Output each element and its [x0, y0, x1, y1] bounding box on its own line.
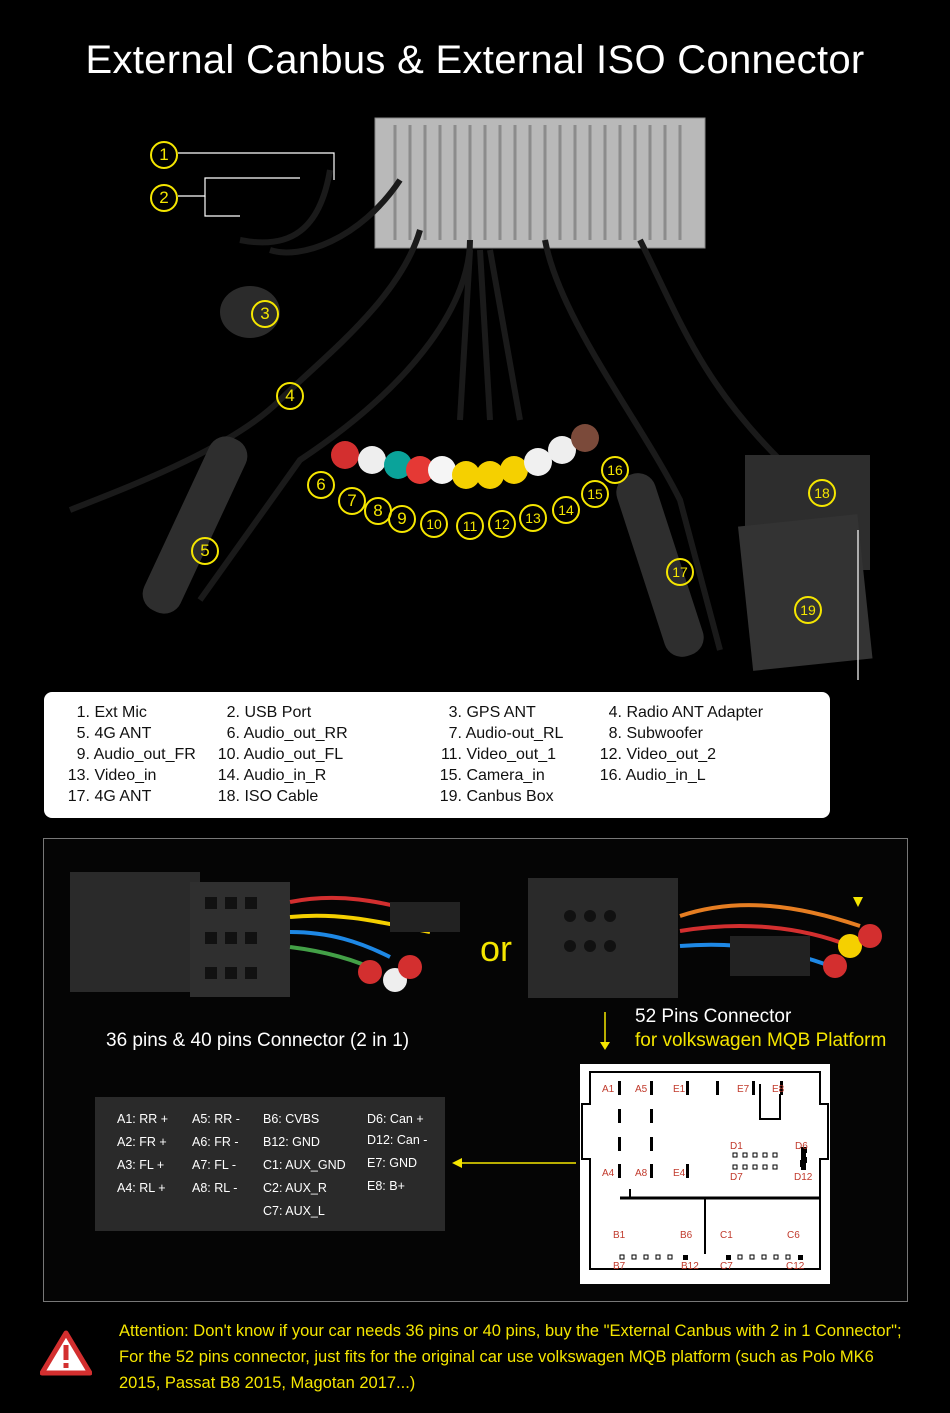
- caption-52-platform: for volkswagen MQB Platform: [635, 1030, 887, 1051]
- legend-item: 12. Video_out_2: [599, 746, 717, 763]
- legend-item: 1. Ext Mic: [76, 704, 147, 721]
- or-separator: or: [480, 928, 513, 969]
- callout-15: 15: [581, 480, 609, 508]
- pin-label: B7: [613, 1261, 626, 1272]
- callout-10: 10: [420, 510, 448, 538]
- caption-36-40-connector: 36 pins & 40 pins Connector (2 in 1): [106, 1030, 410, 1051]
- legend-item: 4. Radio ANT Adapter: [608, 704, 764, 721]
- legend-item: 6. Audio_out_RR: [226, 725, 348, 742]
- pin-label: C12: [786, 1261, 805, 1272]
- pinout-diagram-52: A1 A5 E1 E7 E8 D1 D6 D7 D12 A4 A8 E4 B1 …: [580, 1064, 830, 1284]
- pin-label: E4: [673, 1168, 686, 1179]
- legend-item: 5. 4G ANT: [76, 725, 152, 742]
- pin-label: D1: [730, 1141, 743, 1152]
- legend-item: 8. Subwoofer: [608, 725, 703, 742]
- pin-cell: A8: RL -: [192, 1181, 238, 1195]
- callout-12: 12: [488, 510, 516, 538]
- pin-cell: C1: AUX_GND: [263, 1158, 346, 1172]
- callout-17: 17: [666, 558, 694, 586]
- pin-label: E1: [673, 1084, 686, 1095]
- callout-5: 5: [191, 537, 219, 565]
- connector-36-40-photo: [70, 872, 460, 997]
- caption-52-connector: 52 Pins Connector: [635, 1006, 792, 1027]
- pin-assignment-table: A1: RR + A5: RR - B6: CVBS D6: Can + A2:…: [95, 1097, 445, 1231]
- callout-18: 18: [808, 479, 836, 507]
- pin-cell: A6: FR -: [192, 1135, 239, 1149]
- callout-13: 13: [519, 504, 547, 532]
- pin-label: A1: [602, 1084, 615, 1095]
- legend-item: 10. Audio_out_FL: [217, 746, 344, 763]
- pin-cell: C7: AUX_L: [263, 1204, 325, 1218]
- pin-label: C6: [787, 1230, 800, 1241]
- callout-9: 9: [388, 505, 416, 533]
- legend-item: 14. Audio_in_R: [217, 767, 327, 784]
- legend-item: 7. Audio-out_RL: [448, 725, 564, 742]
- pin-cell: B6: CVBS: [263, 1112, 320, 1126]
- warning-icon: [40, 1330, 92, 1376]
- pin-cell: A4: RL +: [117, 1181, 166, 1195]
- pin-label: E7: [737, 1084, 750, 1095]
- legend-item: 18. ISO Cable: [217, 788, 319, 805]
- component-legend: 1. Ext Mic 2. USB Port 3. GPS ANT 4. Rad…: [44, 692, 830, 818]
- legend-item: 17. 4G ANT: [67, 788, 152, 805]
- legend-item: 11. Video_out_1: [440, 746, 557, 763]
- pin-label: A5: [635, 1084, 648, 1095]
- callout-11: 11: [456, 512, 484, 540]
- callout-2: 2: [150, 184, 178, 212]
- callout-3: 3: [251, 300, 279, 328]
- pin-cell: A7: FL -: [192, 1158, 236, 1172]
- arrow-down-to-connector-icon: [853, 897, 863, 907]
- pin-label: B6: [680, 1230, 693, 1241]
- pin-label: C7: [720, 1261, 733, 1272]
- pin-cell: B12: GND: [263, 1135, 320, 1149]
- pin-label: A8: [635, 1168, 648, 1179]
- arrow-left-icon: [452, 1158, 576, 1168]
- legend-item: 2. USB Port: [226, 704, 312, 721]
- legend-item: 16. Audio_in_L: [599, 767, 706, 784]
- pin-label: D12: [794, 1172, 813, 1183]
- head-unit-chassis: [374, 117, 706, 249]
- callout-16: 16: [601, 456, 629, 484]
- pin-label: B12: [681, 1261, 699, 1272]
- pin-cell: E8: B+: [367, 1179, 405, 1193]
- callout-14: 14: [552, 496, 580, 524]
- pin-label: D7: [730, 1172, 743, 1183]
- arrow-down-icon: [600, 1012, 610, 1050]
- canbus-box: [738, 514, 873, 671]
- pin-cell: A1: RR +: [117, 1112, 169, 1126]
- legend-item: 15. Camera_in: [439, 767, 545, 784]
- legend-item: 19. Canbus Box: [439, 788, 554, 805]
- pin-cell: C2: AUX_R: [263, 1181, 327, 1195]
- pin-label: A4: [602, 1168, 615, 1179]
- pin-cell: A2: FR +: [117, 1135, 167, 1149]
- pin-label: D6: [795, 1141, 808, 1152]
- callout-4: 4: [276, 382, 304, 410]
- legend-item: 3. GPS ANT: [448, 704, 536, 721]
- pin-label: E8: [772, 1084, 785, 1095]
- callout-1: 1: [150, 141, 178, 169]
- pin-cell: A5: RR -: [192, 1112, 240, 1126]
- legend-item: 9. Audio_out_FR: [76, 746, 196, 763]
- callout-6: 6: [307, 471, 335, 499]
- legend-item: 13. Video_in: [67, 767, 157, 784]
- pin-cell: D12: Can -: [367, 1133, 428, 1147]
- callout-19: 19: [794, 596, 822, 624]
- pin-cell: D6: Can +: [367, 1112, 424, 1126]
- pin-label: C1: [720, 1230, 733, 1241]
- page-title: External Canbus & External ISO Connector: [85, 38, 865, 82]
- pin-label: B1: [613, 1230, 626, 1241]
- pinout-outline: [581, 1071, 829, 1270]
- callout-7: 7: [338, 487, 366, 515]
- pin-cell: E7: GND: [367, 1156, 418, 1170]
- connector-52-photo: [528, 878, 882, 998]
- pin-cell: A3: FL +: [117, 1158, 165, 1172]
- attention-note: Attention: Don't know if your car needs …: [119, 1322, 902, 1392]
- product-photo: [68, 117, 873, 680]
